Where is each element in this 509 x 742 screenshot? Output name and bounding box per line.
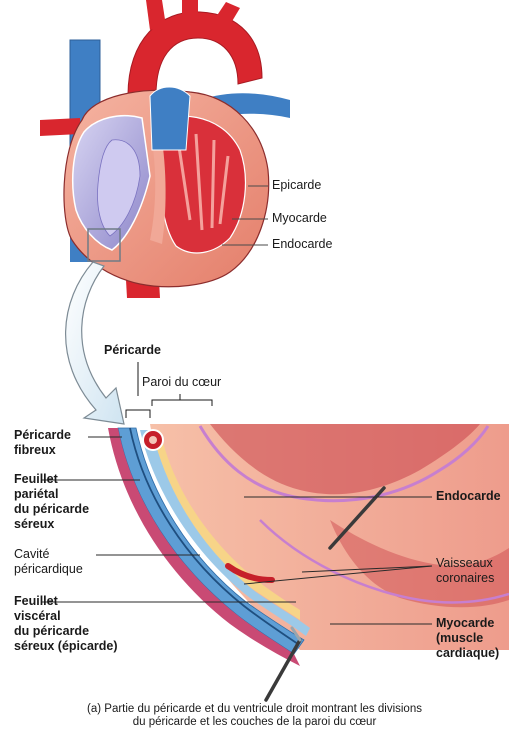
paroi-bracket <box>152 394 212 406</box>
label-myocarde-top: Myocarde <box>272 211 327 226</box>
pericarde-bracket-foot <box>126 410 150 418</box>
label-cavite: Cavité péricardique <box>14 547 83 577</box>
label-feuillet-visceral: Feuillet viscéral du péricarde séreux (é… <box>14 594 118 654</box>
label-endocarde-top: Endocarde <box>272 237 332 252</box>
aortic-branch-1 <box>146 0 166 30</box>
pulmonary-trunk <box>150 87 190 150</box>
label-endocarde-bottom: Endocarde <box>436 489 501 504</box>
label-feuillet-parietal: Feuillet pariétal du péricarde séreux <box>14 472 89 532</box>
heart-illustration <box>40 0 290 298</box>
label-pericarde-fibreux: Péricarde fibreux <box>14 428 71 458</box>
label-pericarde: Péricarde <box>104 343 161 358</box>
coronary-vessel-lumen <box>149 436 157 444</box>
label-epicarde-top: Epicarde <box>272 178 321 193</box>
label-vaisseaux: Vaisseaux coronaires <box>436 556 494 586</box>
aortic-branch-2 <box>182 0 198 14</box>
label-myocarde-bottom: Myocarde (muscle cardiaque) <box>436 616 499 661</box>
aorta <box>128 12 262 95</box>
figure-caption: (a) Partie du péricarde et du ventricule… <box>0 703 509 729</box>
brackets <box>126 362 212 418</box>
label-paroi: Paroi du cœur <box>142 375 221 390</box>
